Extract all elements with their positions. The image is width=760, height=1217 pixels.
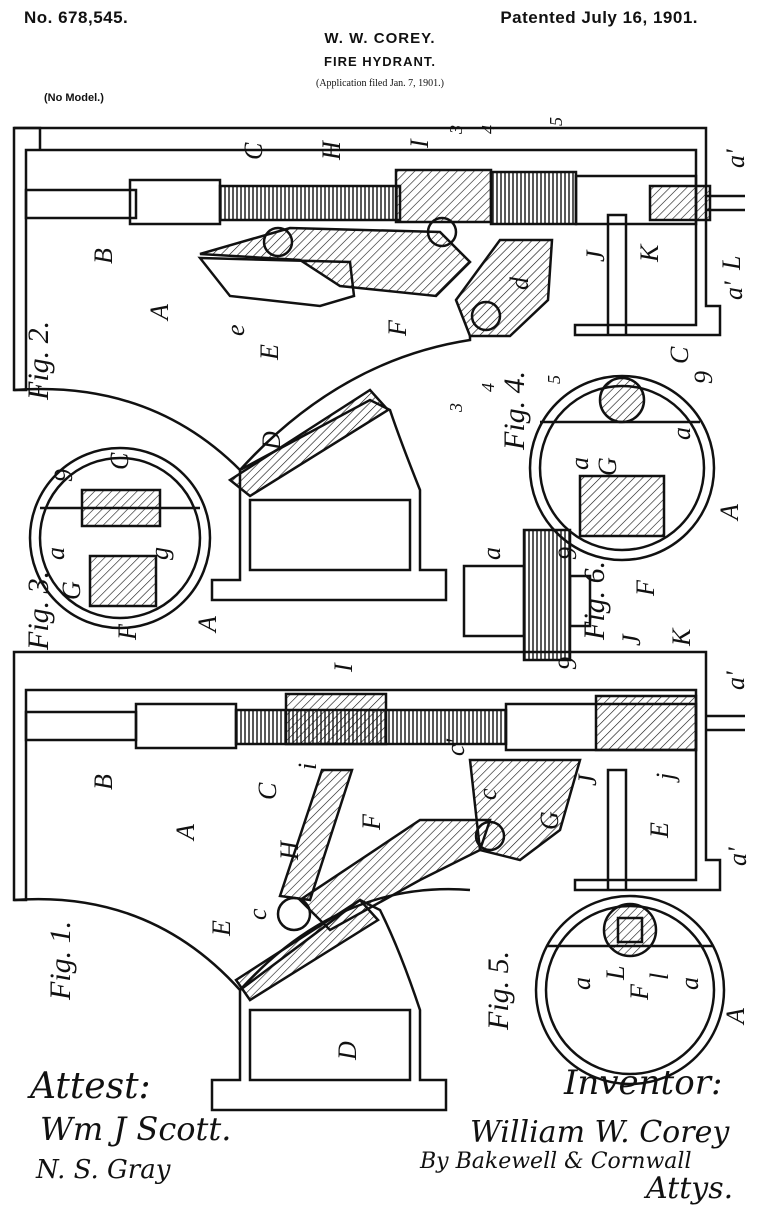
ref-a-fig6: a	[477, 547, 506, 560]
figure-1-section	[14, 652, 745, 1110]
ref-E-fig1-right: E	[645, 822, 674, 839]
ref-F-fig1: F	[357, 813, 386, 831]
ref-j-fig1: j	[651, 773, 680, 783]
ref-3-top: 3	[446, 125, 466, 135]
fig-4-label: Fig. 4.	[498, 371, 531, 451]
ref-A-fig1: A	[171, 824, 200, 842]
ref-3-bottom: 3	[446, 403, 466, 413]
ref-C-fig1: C	[253, 782, 282, 800]
ref-I-fig1: I	[329, 662, 358, 673]
ref-B-fig1: B	[89, 774, 118, 790]
ref-J-top: J	[581, 249, 610, 262]
ref-a-prime-fig1-b: a'	[723, 847, 752, 866]
ref-D-top: D	[257, 431, 286, 451]
ref-9-fig6-b: 9	[553, 657, 582, 670]
ref-A-top: A	[145, 304, 174, 322]
inventor-signature: William W. Corey	[470, 1115, 730, 1150]
ref-a-prime-top: a'	[721, 149, 750, 168]
ref-d-top: d	[505, 276, 534, 290]
ref-I-top: I	[405, 138, 434, 149]
ref-a-fig4-right: a	[667, 427, 696, 440]
attest-heading: Attest:	[27, 1066, 151, 1107]
ref-c-prime-fig1: c'	[441, 738, 470, 756]
ref-a-fig3: a	[41, 547, 70, 560]
ref-C-top: C	[239, 142, 268, 160]
ref-4-top: 4	[478, 125, 498, 134]
ref-J-fig6: J	[617, 633, 646, 646]
ref-B-top: B	[89, 248, 118, 264]
fig-2-label: Fig. 2.	[22, 321, 55, 401]
ref-H-top: H	[317, 140, 346, 161]
ref-G-fig1: G	[535, 811, 564, 830]
ref-H-fig1: H	[275, 840, 304, 861]
ref-A-fig4: A	[715, 504, 744, 522]
attorneys-abbrev: Attys.	[643, 1171, 733, 1206]
ref-C-fig3: C	[105, 452, 134, 470]
ref-G-fig4: G	[593, 457, 622, 476]
fig-5-label: Fig. 5.	[482, 951, 515, 1031]
ref-F-fig5: F	[625, 983, 654, 1001]
ref-9-fig3: 9	[49, 469, 78, 482]
ref-F-top: F	[383, 319, 412, 337]
ref-G-fig3: G	[57, 581, 86, 600]
ref-a-prime-2: a'	[719, 281, 748, 300]
ref-D-fig1: D	[333, 1041, 362, 1061]
ref-e-top: e	[221, 324, 250, 336]
ref-L-fig5: L	[601, 966, 630, 981]
ref-c-fig1-left: c	[243, 908, 272, 920]
fig-1-label: Fig. 1.	[44, 921, 77, 1001]
ref-4-bottom: 4	[478, 383, 498, 392]
ref-g-fig3: g	[145, 547, 174, 560]
ref-J-fig1: J	[573, 773, 602, 786]
ref-A-fig5: A	[721, 1008, 750, 1026]
ref-5-top: 5	[546, 117, 566, 126]
ref-5-bottom: 5	[544, 375, 564, 384]
ref-l-fig5: l	[645, 973, 674, 980]
ref-c-fig1: c	[473, 788, 502, 800]
ref-C-fig4: C	[665, 346, 694, 364]
ref-E-fig1: E	[207, 920, 236, 937]
ref-A-fig3: A	[193, 616, 222, 634]
ref-E-top: E	[255, 344, 284, 361]
ref-9-fig6: 9	[553, 547, 582, 560]
ref-K-top: K	[635, 243, 664, 263]
ref-L-top: L	[717, 256, 746, 271]
ref-i-fig1: i	[293, 763, 322, 770]
ref-a-fig5-right: a	[675, 977, 704, 990]
witness-2-signature: N. S. Gray	[35, 1155, 171, 1185]
ref-K-fig6: K	[667, 627, 696, 647]
ref-F-fig4: F	[631, 579, 660, 597]
fig-6-label: Fig. 6.	[578, 561, 611, 641]
fig-3-label: Fig. 3.	[22, 571, 55, 651]
witness-1-signature: Wm J Scott.	[40, 1110, 231, 1148]
inventor-heading: Inventor:	[563, 1063, 722, 1103]
ref-F-fig3: F	[113, 623, 142, 641]
ref-a-fig5: a	[567, 977, 596, 990]
ref-a-fig4: a	[565, 457, 594, 470]
ref-a-prime-fig1: a'	[721, 671, 750, 690]
ref-9-fig4: 9	[689, 371, 718, 384]
